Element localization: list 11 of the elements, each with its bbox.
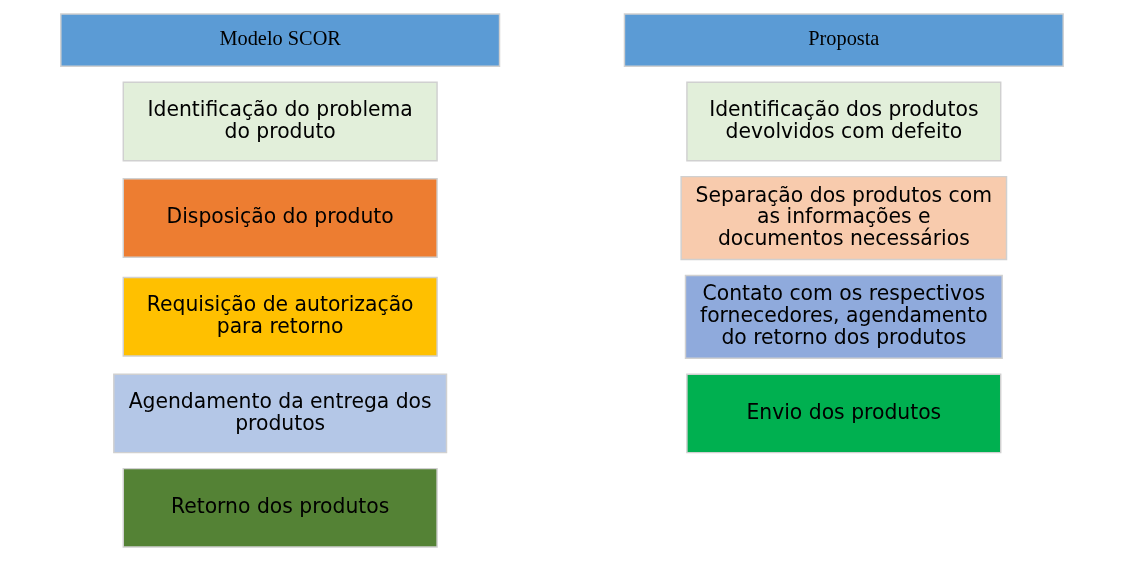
node-box: Identificação dos produtos devolvidos com defeito (685, 81, 1001, 162)
node-box: Retorno dos produtos (122, 467, 438, 548)
node-box: Separação dos produtos com as informações e documentos necessários (679, 175, 1007, 261)
node-box: Disposição do produto (122, 178, 438, 258)
node-box: Envio dos produtos (685, 373, 1001, 454)
node-box: Proposta (623, 13, 1064, 67)
node-box: Identificação do problema do produto (122, 81, 438, 162)
node-box: Agendamento da entrega dos produtos (112, 373, 447, 454)
node-box: Contato com os respectivos fornecedores, agendamento do retorno dos produtos (684, 274, 1003, 359)
node-box: Modelo SCOR (59, 13, 500, 67)
node-box: Requisição de autorização para retorno (122, 276, 438, 357)
